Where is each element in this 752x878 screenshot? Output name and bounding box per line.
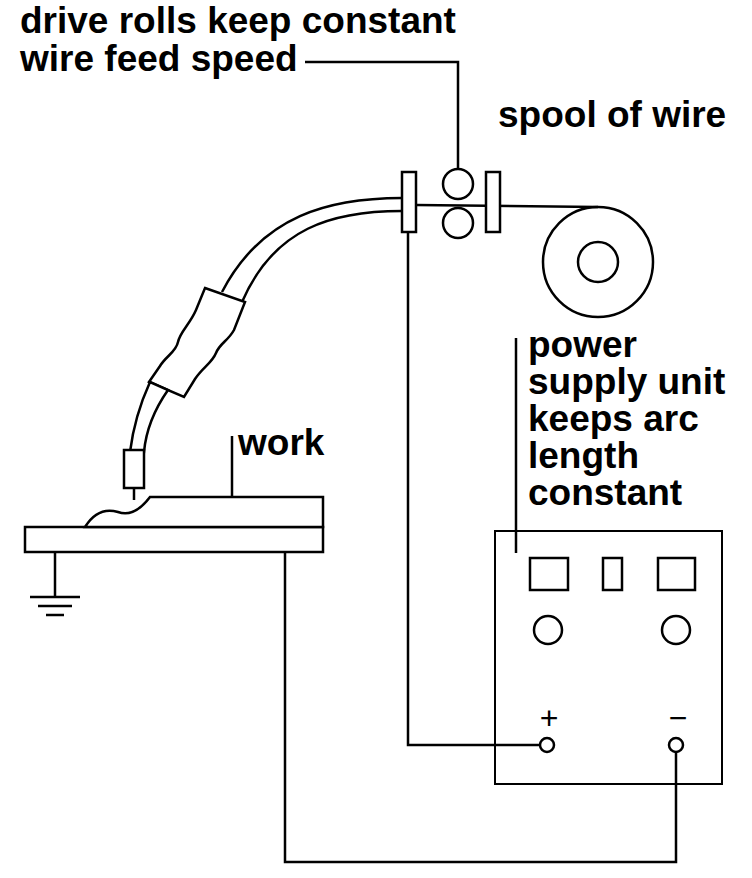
ground-symbol <box>38 605 72 608</box>
work-table <box>85 497 323 527</box>
work-table <box>25 527 323 552</box>
power-supply-box: +− <box>494 530 723 785</box>
welding-torch <box>149 288 245 397</box>
terminal-sign: + <box>540 702 559 734</box>
callout-text: power supply unit keeps arc length const… <box>528 326 738 511</box>
drive-rolls <box>443 169 473 199</box>
welding-torch <box>124 288 245 500</box>
ground-symbol <box>30 552 80 615</box>
wire-spool <box>578 242 618 282</box>
torch-cable <box>242 211 402 302</box>
drive-rolls <box>486 172 500 232</box>
welding-torch <box>133 488 136 500</box>
drive-rolls <box>443 208 473 238</box>
work-table <box>25 497 323 552</box>
power-supply-controls <box>530 558 568 590</box>
wire-spool <box>543 207 653 317</box>
callout-text: drive rolls keep constant wire feed spee… <box>20 2 480 78</box>
power-supply-controls <box>530 558 695 752</box>
drive-rolls <box>402 169 500 238</box>
power-supply-controls <box>662 616 690 644</box>
callout-text: spool of wire <box>498 96 748 133</box>
terminal-sign: − <box>669 702 688 734</box>
filler-wire <box>416 205 598 207</box>
leader-line <box>515 338 518 553</box>
welding-lead <box>285 552 676 862</box>
ground-symbol <box>54 552 57 597</box>
welding-lead <box>408 232 540 745</box>
drive-rolls <box>402 172 416 232</box>
power-supply-controls <box>534 616 562 644</box>
ground-symbol <box>46 614 64 617</box>
power-supply-controls <box>669 738 683 752</box>
leader-line <box>305 62 458 168</box>
power-supply-controls <box>540 738 554 752</box>
leader-line <box>232 62 516 553</box>
welding-torch <box>130 382 168 452</box>
torch-cable <box>222 198 402 302</box>
power-supply-controls <box>603 558 622 590</box>
callout-text: work <box>238 424 378 461</box>
leader-line <box>231 436 234 497</box>
ground-symbol <box>30 596 80 599</box>
power-supply-controls <box>658 558 695 590</box>
welding-torch <box>124 450 144 488</box>
wire-spool <box>543 207 653 317</box>
filler-wire <box>416 205 598 207</box>
